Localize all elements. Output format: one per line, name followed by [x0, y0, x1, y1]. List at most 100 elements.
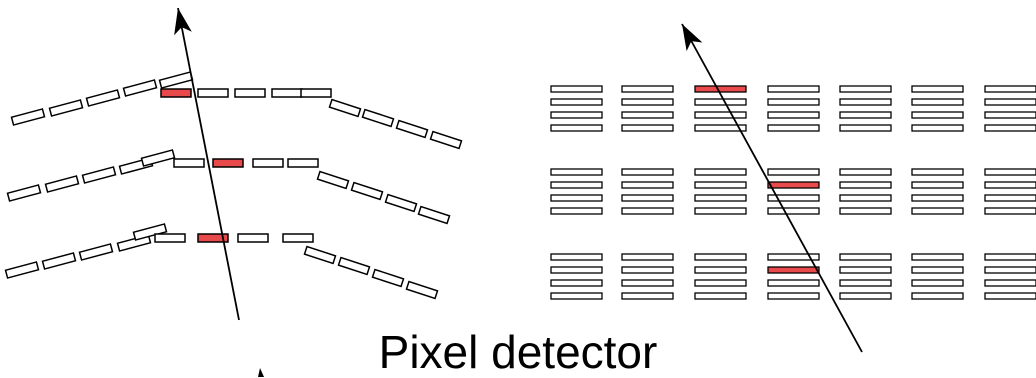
detector-module	[122, 79, 158, 97]
detector-module	[316, 170, 350, 190]
left-track-arrowhead	[174, 8, 192, 36]
pixel-strip	[621, 168, 674, 176]
pixel-strip	[550, 194, 603, 202]
pixel-strip	[984, 253, 1036, 261]
pixel-strip	[839, 168, 892, 176]
detector-module	[405, 280, 439, 300]
detector-module	[44, 175, 80, 193]
pixel-strip	[621, 111, 674, 119]
pixel-strip	[621, 98, 674, 106]
pixel-strip	[621, 292, 674, 300]
detector-module	[328, 98, 362, 118]
detector-module	[10, 108, 46, 126]
pixel-strip	[694, 279, 747, 287]
pixel-strip	[694, 181, 747, 189]
pixel-strip	[911, 279, 964, 287]
pixel-strip	[550, 168, 603, 176]
pixel-strip	[767, 124, 820, 132]
pixel-strip	[767, 98, 820, 106]
detector-module	[350, 181, 384, 201]
pixel-strip	[984, 207, 1036, 215]
pixel-strip	[911, 168, 964, 176]
pixel-strip	[839, 111, 892, 119]
detector-module	[81, 166, 117, 184]
detector-module	[41, 252, 77, 270]
detector-module	[384, 193, 418, 213]
pixel-strip	[839, 266, 892, 274]
pixel-strip	[984, 168, 1036, 176]
pixel-strip	[694, 207, 747, 215]
pixel-strip	[550, 266, 603, 274]
pixel-strip	[767, 279, 820, 287]
pixel-strip	[550, 279, 603, 287]
pixel-strip	[621, 181, 674, 189]
pixel-strip	[550, 111, 603, 119]
pixel-strip	[767, 253, 820, 261]
pixel-strip	[767, 194, 820, 202]
right-track-arrowhead	[682, 24, 703, 52]
detector-module	[287, 158, 319, 168]
detector-module	[85, 89, 121, 107]
pixel-strip	[839, 292, 892, 300]
detector-module	[300, 88, 332, 98]
particle-tracks	[174, 7, 863, 377]
pixel-strip	[911, 98, 964, 106]
partial-arrowhead	[258, 368, 264, 377]
pixel-grid-layers	[550, 85, 1036, 300]
detector-module	[234, 88, 266, 98]
detector-module	[140, 149, 176, 167]
detector-module	[197, 88, 229, 98]
pixel-strip	[911, 181, 964, 189]
detector-module	[361, 108, 395, 128]
pixel-strip	[621, 253, 674, 261]
detector-module	[237, 233, 269, 243]
detector-module	[154, 233, 186, 243]
pixel-strip	[839, 85, 892, 93]
pixel-strip	[694, 98, 747, 106]
pixel-strip	[839, 124, 892, 132]
pixel-strip	[984, 181, 1036, 189]
pixel-strip	[984, 292, 1036, 300]
pixel-strip	[550, 207, 603, 215]
pixel-strip	[984, 85, 1036, 93]
pixel-strip	[621, 279, 674, 287]
pixel-strip	[911, 207, 964, 215]
pixel-strip	[694, 168, 747, 176]
left-track	[177, 7, 240, 321]
detector-module	[132, 223, 168, 241]
pixel-strip	[694, 194, 747, 202]
pixel-strip	[839, 253, 892, 261]
hit-pixel	[767, 181, 820, 189]
pixel-strip	[984, 124, 1036, 132]
pixel-strip	[911, 292, 964, 300]
pixel-strip	[621, 194, 674, 202]
pixel-strip	[621, 207, 674, 215]
pixel-strip	[550, 292, 603, 300]
hit-module	[160, 88, 192, 98]
hit-module	[197, 233, 229, 243]
detector-module	[429, 130, 463, 150]
pixel-strip	[767, 111, 820, 119]
detector-module	[303, 245, 337, 265]
pixel-strip	[839, 181, 892, 189]
pixel-strip	[694, 266, 747, 274]
detector-module	[48, 99, 84, 117]
pixel-strip	[911, 111, 964, 119]
pixel-strip	[839, 194, 892, 202]
detector-module	[4, 261, 40, 279]
detector-module	[271, 88, 303, 98]
pixel-strip	[911, 194, 964, 202]
detector-module	[395, 119, 429, 139]
pixel-strip	[767, 207, 820, 215]
hit-pixel	[694, 85, 747, 93]
pixel-strip	[694, 124, 747, 132]
pixel-strip	[911, 124, 964, 132]
pixel-strip	[550, 124, 603, 132]
detector-module	[371, 268, 405, 288]
detector-module	[252, 158, 284, 168]
curved-detector-layers	[4, 71, 463, 300]
detector-module	[417, 205, 451, 225]
pixel-strip	[694, 292, 747, 300]
pixel-strip	[621, 124, 674, 132]
